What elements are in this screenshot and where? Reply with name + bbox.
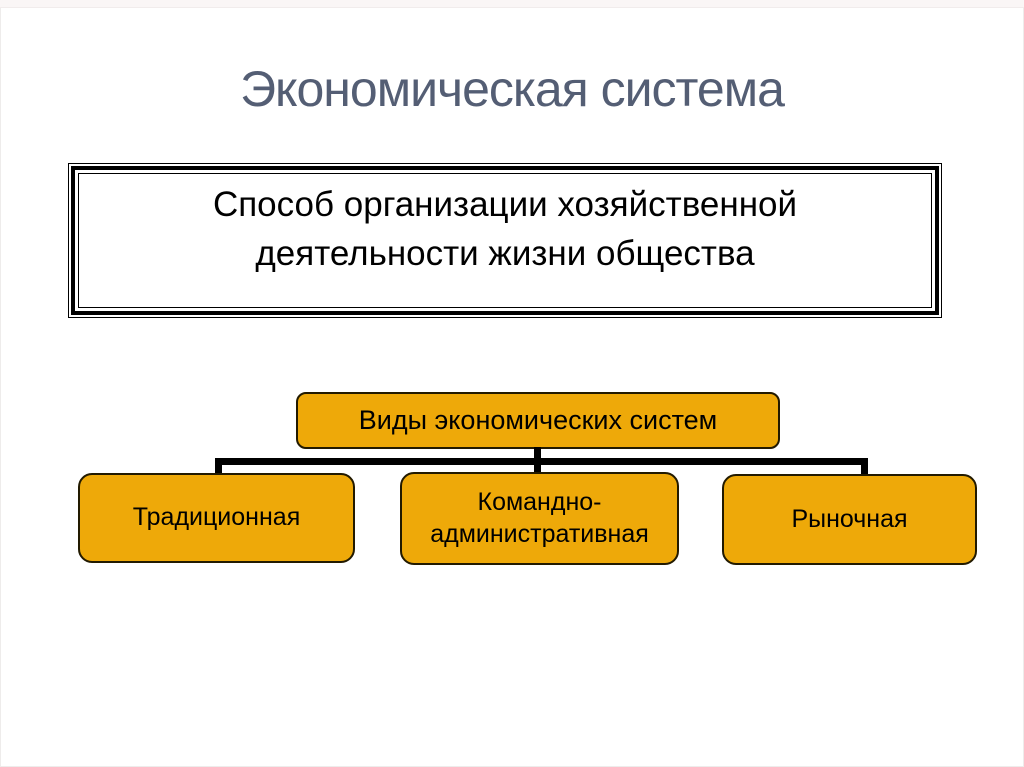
connector-vertical-left (215, 458, 222, 475)
connector-horizontal (215, 458, 868, 465)
diagram-child-node-command-administrative: Командно-административная (400, 472, 679, 565)
slide-title: Экономическая система (240, 61, 785, 117)
diagram-child-node-traditional: Традиционная (78, 473, 355, 563)
connector-vertical-right (861, 458, 868, 476)
definition-box: Способ организации хозяйственной деятель… (68, 163, 942, 318)
definition-box-frame: Способ организации хозяйственной деятель… (71, 166, 939, 315)
definition-box-inner: Способ организации хозяйственной деятель… (78, 173, 932, 308)
slide-top-edge-strip (0, 0, 1024, 8)
definition-text-line-2: деятельности жизни общества (255, 233, 755, 273)
diagram-root-node: Виды экономических систем (296, 392, 780, 449)
diagram-child-node-market: Рыночная (722, 474, 977, 565)
definition-text-line-1: Способ организации хозяйственной (212, 185, 798, 225)
